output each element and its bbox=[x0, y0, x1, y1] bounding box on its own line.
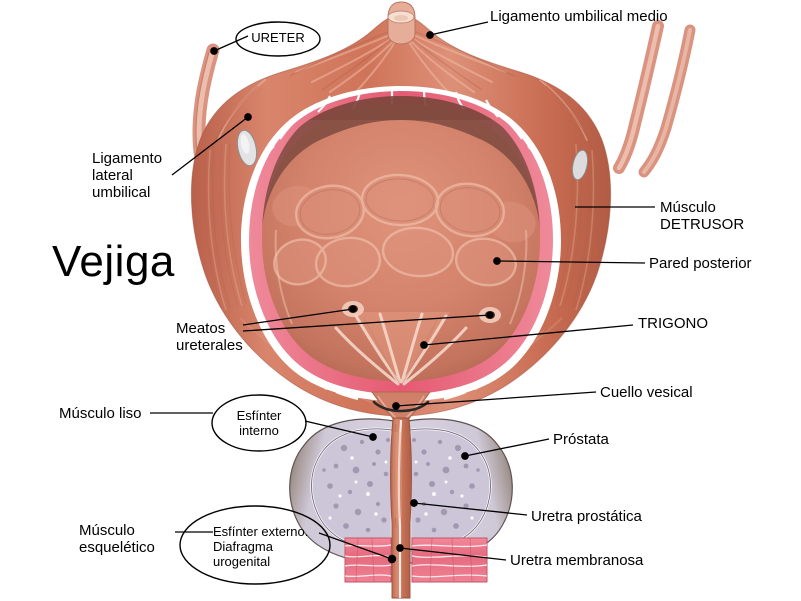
leader-ureter bbox=[213, 35, 249, 52]
label-line: interno bbox=[239, 423, 279, 438]
label-ureter: URETER bbox=[251, 30, 305, 45]
label-line: Músculo bbox=[79, 522, 135, 539]
label-trigono: TRIGONO bbox=[638, 315, 708, 332]
label-musculo-detrusor: Músculo DETRUSOR bbox=[660, 199, 744, 233]
leader-esf-interno bbox=[304, 420, 374, 438]
leader-esf-externo bbox=[318, 532, 393, 560]
page-title: Vejiga bbox=[52, 237, 175, 286]
urachus-stub bbox=[387, 1, 416, 45]
label-esfinter-externo: Esfínter externo. Diafragma urogenital bbox=[213, 524, 308, 569]
ureter-callout-ellipse bbox=[235, 21, 321, 57]
label-musculo-liso: Músculo liso bbox=[59, 405, 142, 422]
leader-lines bbox=[150, 21, 655, 564]
label-line: Músculo bbox=[660, 199, 716, 216]
label-esfinter-interno: Esfínter interno bbox=[212, 408, 306, 438]
label-line: ureterales bbox=[176, 337, 243, 354]
label-uretra-prostatica: Uretra prostática bbox=[531, 508, 642, 525]
label-line: esquelético bbox=[79, 539, 155, 556]
leader-uretra-memb bbox=[399, 547, 507, 561]
skeletal-muscle-right bbox=[411, 537, 488, 583]
lateral-umbilical-ligament-left bbox=[236, 129, 258, 167]
label-meatos-ureterales: Meatos ureterales bbox=[176, 320, 243, 354]
leader-uretra-prost bbox=[413, 502, 528, 516]
leader-trigono bbox=[423, 324, 634, 346]
lateral-umbilical-ligament-right bbox=[572, 149, 588, 181]
leader-prostata bbox=[464, 438, 550, 457]
leader-meatos-2 bbox=[242, 314, 491, 332]
esfinter-interno-callout-ellipse bbox=[211, 394, 307, 452]
label-uretra-membranosa: Uretra membranosa bbox=[510, 552, 644, 569]
label-ligamento-umbilical-medio: Ligamento umbilical medio bbox=[490, 8, 668, 25]
esfinter-externo-callout-ellipse bbox=[179, 505, 331, 585]
label-line: DETRUSOR bbox=[660, 216, 745, 233]
label-musculo-esqueletico: Músculo esquelético bbox=[79, 522, 155, 556]
label-cuello-vesical: Cuello vesical bbox=[600, 384, 693, 401]
label-line: Ligamento bbox=[92, 150, 163, 167]
leader-lig-umb-medio bbox=[429, 21, 489, 36]
label-line: urogenital bbox=[213, 554, 271, 569]
leader-meatos-1 bbox=[242, 308, 354, 326]
label-ligamento-lateral-umbilical: Ligamento lateral umbilical bbox=[92, 150, 162, 201]
urethra bbox=[390, 417, 412, 599]
label-line: Esfínter externo. bbox=[213, 524, 309, 539]
label-line: umbilical bbox=[92, 184, 151, 201]
leader-pared-post bbox=[496, 260, 646, 264]
callout-ellipses bbox=[179, 21, 331, 585]
label-pared-posterior: Pared posterior bbox=[649, 255, 752, 272]
label-line: Meatos bbox=[176, 320, 226, 337]
leader-lig-lat-umb bbox=[171, 116, 249, 176]
ureter-right bbox=[613, 20, 696, 178]
label-line: lateral bbox=[92, 167, 133, 184]
label-prostata: Próstata bbox=[553, 431, 609, 448]
leader-cuello bbox=[395, 391, 597, 407]
label-line: Diafragma bbox=[213, 539, 273, 554]
bladder-mucosa-lumen bbox=[256, 96, 546, 386]
label-line: Esfínter bbox=[236, 408, 282, 423]
